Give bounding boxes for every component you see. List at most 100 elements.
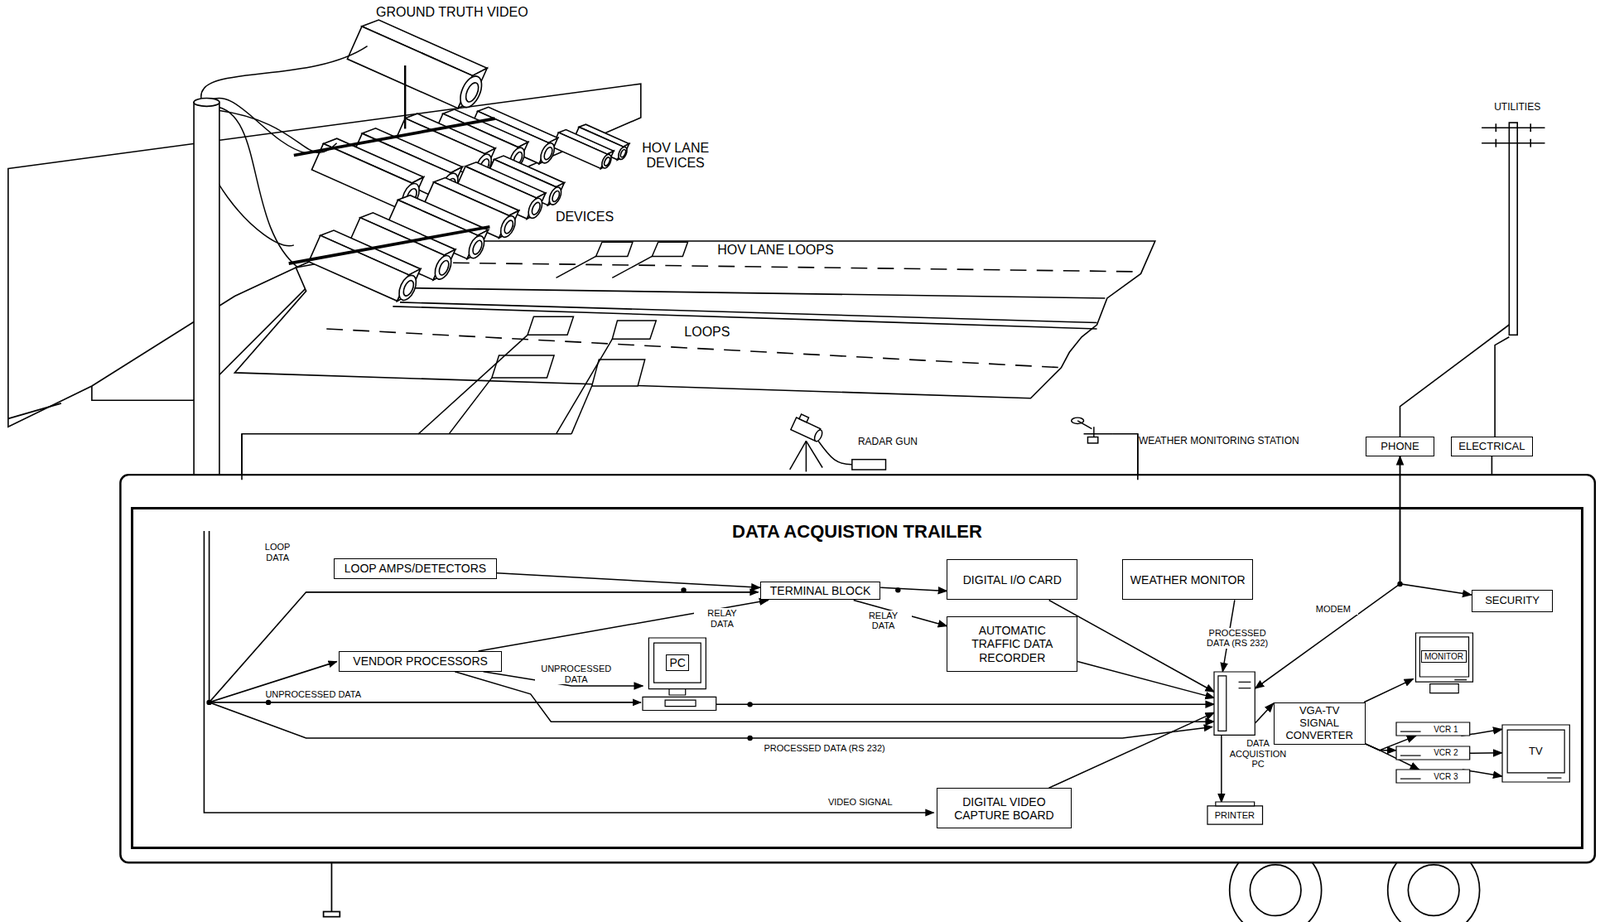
sensor-devices [552, 127, 616, 172]
sensor-devices [465, 233, 487, 261]
process-box: SECURITY [1471, 589, 1554, 613]
utility-pole [1529, 139, 1532, 148]
device-cables [214, 106, 299, 268]
node-label: PRINTER [1207, 805, 1263, 825]
radar-gun [790, 412, 827, 443]
callout-label: LOOP DATA [257, 541, 299, 563]
process-box: AUTOMATIC TRAFFIC DATA RECORDER [946, 616, 1078, 672]
data-connector [716, 703, 1215, 705]
sensor-devices [525, 196, 545, 221]
process-box: ELECTRICAL [1450, 436, 1533, 456]
sensor-devices [437, 259, 451, 277]
roadway [392, 306, 1097, 329]
icon-stroke [1399, 731, 1421, 733]
device-cables [218, 110, 338, 153]
weather-station [1084, 433, 1114, 434]
trailer-body [331, 862, 333, 911]
icon-stroke [1396, 746, 1470, 760]
sensor-devices [471, 239, 484, 256]
node-label: TV [1507, 729, 1565, 773]
weather-station [1077, 420, 1092, 429]
process-box: PHONE [1365, 436, 1436, 456]
trailer-wiring [203, 433, 1212, 813]
sensor-devices [546, 185, 564, 207]
trailer-wiring [203, 530, 934, 813]
data-connector [880, 587, 947, 591]
sensor-devices [395, 272, 420, 303]
icon-stroke [665, 699, 696, 706]
icon-outline [1396, 746, 1470, 760]
device-cables [207, 97, 307, 154]
gantry-bars [289, 65, 496, 264]
device-cables [201, 46, 368, 268]
sensor-devices [346, 14, 491, 115]
induction-loops [418, 334, 528, 434]
induction-loops [612, 320, 656, 339]
weather-station [1087, 437, 1098, 444]
sensor-devices [619, 149, 627, 159]
utility-pole [1481, 142, 1545, 145]
icon-stroke [1214, 801, 1254, 806]
sensor-devices [463, 81, 482, 105]
induction-loops [448, 377, 492, 434]
junction-dots [680, 587, 686, 593]
node-label: ELECTRICAL [1458, 440, 1525, 454]
monitor-icon: MONITOR [1413, 632, 1475, 696]
sensor-devices [550, 189, 561, 203]
data-connector [1469, 751, 1502, 754]
sensor-devices [311, 143, 412, 209]
icon-stroke [1399, 778, 1421, 780]
process-box: VGA-TV SIGNAL CONVERTER [1273, 702, 1366, 745]
node-label: VCR 3 [1422, 769, 1470, 783]
data-connector [1220, 734, 1223, 802]
connector-label: MODEM [1308, 603, 1360, 615]
sensor-devices [538, 140, 558, 165]
tower-pc-icon: DATA ACQUISTION PC [1214, 671, 1255, 735]
data-connector [1255, 703, 1274, 723]
cable-pole [193, 97, 220, 107]
utility-pole [1495, 139, 1498, 148]
icon-outline [1413, 632, 1475, 696]
sensor-devices [542, 145, 555, 161]
icon-stroke [654, 642, 702, 683]
callout-label: PROCESSED DATA (RS 232) [742, 742, 907, 754]
sensor-devices [431, 253, 454, 282]
roadway [408, 288, 1106, 299]
node-label: VENDOR PROCESSORS [352, 654, 488, 668]
icon-stroke [1207, 805, 1263, 825]
icon-stroke [1396, 722, 1470, 736]
icon-stroke [642, 697, 717, 711]
icon-stroke [1419, 636, 1469, 677]
process-box: DIGITAL I/O CARD [946, 559, 1078, 600]
trailer-body [1407, 864, 1460, 916]
icon-stroke [1415, 632, 1473, 682]
recorder-box: VCR 3 [1396, 769, 1470, 783]
node-label: VCR 2 [1422, 746, 1470, 760]
device-cables [201, 46, 368, 103]
icon-stroke [669, 689, 686, 695]
induction-loops [651, 241, 688, 256]
cable-pole [193, 101, 220, 531]
icon-stroke [1399, 754, 1421, 756]
sensor-devices [616, 145, 629, 161]
radar-gun [805, 440, 807, 472]
bridge-wall [8, 403, 62, 419]
recorder-box: VCR 1 [1396, 722, 1470, 736]
radar-gun [852, 459, 887, 470]
callout-label: DEVICES [539, 209, 632, 225]
callout-label: GROUND TRUTH VIDEO [375, 4, 529, 20]
node-label: LOOP AMPS/DETECTORS [344, 561, 487, 575]
icon-outline [1396, 722, 1470, 736]
roadway [400, 302, 1098, 323]
trailer-body [323, 910, 341, 916]
icon-outline [1214, 671, 1255, 735]
icon-stroke [1214, 671, 1255, 735]
process-box: TERMINAL BLOCK [760, 581, 881, 600]
induction-loops [527, 316, 574, 335]
icon-stroke [1238, 687, 1252, 689]
utility-pole [1508, 122, 1518, 335]
radar-gun [818, 440, 853, 464]
